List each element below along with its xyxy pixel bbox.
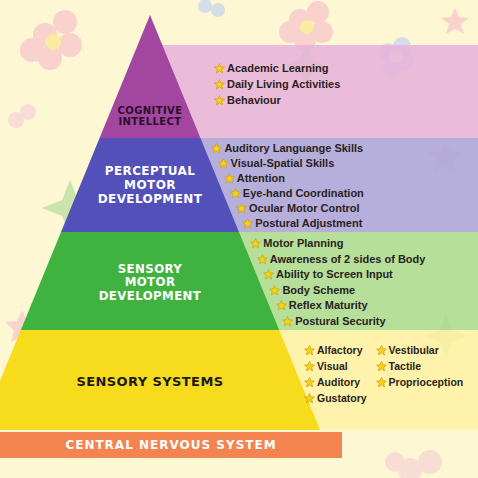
- tier-heading: SENSORY SYSTEMS: [30, 375, 270, 390]
- bullet-item: Proprioception: [389, 376, 464, 389]
- star-shape: [215, 96, 225, 105]
- star-bullet: [230, 188, 241, 199]
- star-bullet: [304, 377, 315, 388]
- bullet-item: Postural Security: [295, 315, 385, 328]
- bullet-item: Reflex Maturity: [289, 299, 368, 312]
- flower-decoration: [279, 1, 333, 51]
- bullet-item: Ocular Motor Control: [249, 202, 360, 215]
- star-shape: [218, 159, 228, 168]
- bullet-item: Visual-Spatial Skills: [231, 157, 335, 170]
- star-bullet: [376, 377, 387, 388]
- tier-heading: PERCEPTUAL MOTOR DEVELOPMENT: [91, 165, 209, 206]
- star-shape: [376, 378, 386, 387]
- base-label: CENTRAL NERVOUS SYSTEM: [65, 438, 276, 452]
- bullet-item: Attention: [237, 172, 285, 185]
- star-bullet: [224, 173, 235, 184]
- star-bullet: [304, 361, 315, 372]
- bullet-item: Eye-hand Coordination: [243, 187, 364, 200]
- flower-decoration: [198, 0, 225, 17]
- star-bullet: [304, 393, 315, 404]
- flower-decoration: [20, 10, 82, 70]
- pyramid-tier: PERCEPTUAL MOTOR DEVELOPMENT Auditory Lan…: [0, 138, 478, 232]
- star-shape: [376, 362, 386, 371]
- star-bullet: [376, 345, 387, 356]
- bullet-item: Auditory: [317, 376, 360, 389]
- star-bullet: [236, 203, 247, 214]
- item-panel: [150, 45, 478, 138]
- star-shape: [224, 174, 234, 183]
- bullet-item: Ability to Screen Input: [276, 268, 393, 281]
- bullet-item: Auditory Languange Skills: [224, 142, 363, 155]
- bullet-item: Awareness of 2 sides of Body: [270, 253, 426, 266]
- pyramid-band: [0, 330, 320, 430]
- star-bullet: [214, 79, 225, 90]
- star-bullet: [269, 285, 280, 296]
- base-bar: CENTRAL NERVOUS SYSTEM: [0, 432, 342, 458]
- star-shape: [212, 144, 222, 153]
- pyramid-band: [100, 15, 201, 138]
- star-shape: [376, 346, 386, 355]
- star-shape: [243, 219, 253, 228]
- bullet-item: Behaviour: [227, 94, 281, 107]
- bullet-item: Alfactory: [317, 344, 363, 357]
- bullet-item: Body Scheme: [282, 284, 355, 297]
- star-shape: [305, 378, 315, 387]
- bullet-item: Tactile: [389, 360, 421, 373]
- star-shape: [215, 80, 225, 89]
- star-shape: [215, 64, 225, 73]
- pyramid-tier: SENSORY SYSTEMS AlfactoryVisualAuditoryGu…: [0, 330, 478, 430]
- bullet-item: Daily Living Activities: [227, 78, 340, 91]
- tier-shape: [0, 232, 478, 330]
- star-shape: [257, 254, 267, 263]
- pyramid-band: [21, 232, 279, 330]
- tier-heading: COGNITIVE INTELLECT: [114, 105, 186, 128]
- star-bullet: [242, 218, 253, 229]
- star-bullet: [257, 254, 268, 265]
- star-bullet: [214, 95, 225, 106]
- bullet-item: Visual: [317, 360, 348, 373]
- pyramid-tier: COGNITIVE INTELLECT Academic LearningDail…: [0, 15, 478, 138]
- star-bullet: [263, 269, 274, 280]
- star-bullet: [282, 316, 293, 327]
- pyramid-band: [61, 138, 239, 232]
- star-shape: [305, 394, 315, 403]
- star-shape: [251, 239, 261, 248]
- star-bullet: [276, 300, 287, 311]
- bullet-item: Motor Planning: [263, 237, 343, 250]
- star-shape: [264, 270, 274, 279]
- star-shape: [283, 316, 293, 325]
- star-shape: [305, 362, 315, 371]
- bullet-item: Academic Learning: [227, 62, 328, 75]
- star-bullet: [304, 345, 315, 356]
- star-bullet: [250, 238, 261, 249]
- star-shape: [230, 189, 240, 198]
- bullet-item: Postural Adjustment: [255, 217, 362, 230]
- tier-heading: SENSORY MOTOR DEVELOPMENT: [98, 263, 202, 304]
- pyramid-tier: SENSORY MOTOR DEVELOPMENT Motor PlanningA…: [0, 232, 478, 330]
- bullet-item: Vestibular: [389, 344, 439, 357]
- bullet-item: Gustatory: [317, 392, 367, 405]
- star-bullet: [218, 158, 229, 169]
- star-shape: [276, 301, 286, 310]
- star-bullet: [214, 63, 225, 74]
- tier-shape: [0, 15, 478, 138]
- star-shape: [237, 204, 247, 213]
- star-bullet: [376, 361, 387, 372]
- star-shape: [305, 346, 315, 355]
- star-shape: [270, 285, 280, 294]
- star-bullet: [211, 143, 222, 154]
